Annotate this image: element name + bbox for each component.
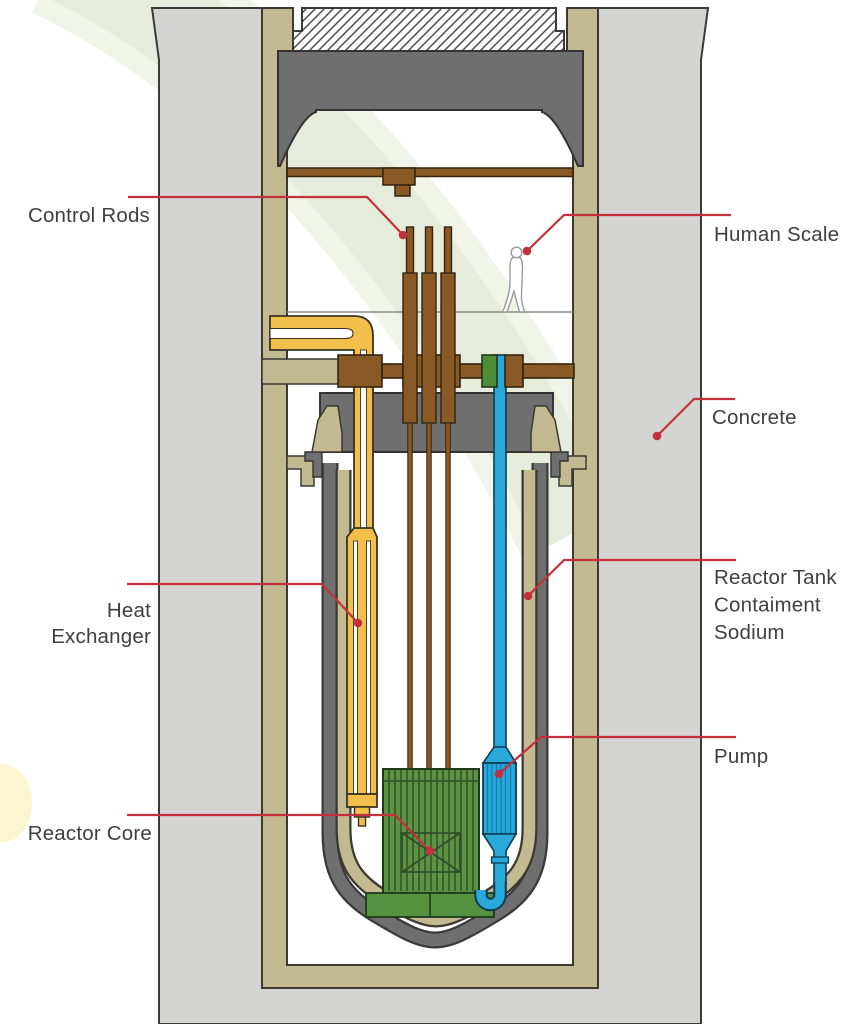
control-rod-1 <box>402 226 418 771</box>
leader-line <box>498 735 736 775</box>
control-rod-2 <box>421 226 437 771</box>
leader-line <box>127 582 359 624</box>
plug-bar-1 <box>381 363 404 379</box>
annotation-human-scale: Human Scale <box>522 213 839 256</box>
leader-line <box>656 397 735 437</box>
leader-dot <box>425 846 435 856</box>
label-reactor-tank-line2: Contaiment <box>714 594 821 617</box>
label-reactor-tank-line1: Reactor Tank <box>714 566 837 589</box>
label-human-scale: Human Scale <box>714 223 839 246</box>
leader-dot <box>353 618 363 628</box>
plug-shelf-left <box>261 358 341 385</box>
crane-trolley <box>382 167 416 186</box>
heat-exchanger-footer <box>346 793 378 808</box>
heat-exchanger-pipe-slot <box>269 327 354 340</box>
annotations: Control Rods Human Scale Concrete Heat E… <box>28 195 839 856</box>
yellow-glow <box>0 764 32 842</box>
label-pump: Pump <box>714 745 768 768</box>
top-hatch-plug <box>292 7 565 52</box>
label-reactor-core: Reactor Core <box>28 822 152 845</box>
label-concrete: Concrete <box>712 406 797 429</box>
annotation-heat-exchanger: Heat Exchanger <box>51 582 363 648</box>
pump-outlet-hook <box>476 882 505 910</box>
heat-exchanger-channel-right <box>366 540 371 795</box>
heat-exchanger-body <box>346 527 378 795</box>
pump <box>474 746 518 912</box>
label-control-rods: Control Rods <box>28 204 150 227</box>
annotation-control-rods: Control Rods <box>28 195 408 240</box>
leader-line <box>127 813 431 852</box>
plug-block-green <box>481 354 498 388</box>
plug-bar-2 <box>459 363 483 379</box>
crane-beam <box>286 167 574 197</box>
rim-bracket-left <box>311 405 343 453</box>
leader-dot <box>494 769 504 779</box>
plug-block-left <box>337 354 383 388</box>
label-heat-exchanger-line1: Heat <box>107 599 151 622</box>
leader-dot <box>522 246 532 256</box>
crane-hook <box>394 184 411 197</box>
control-rods <box>402 226 456 771</box>
top-shield-structure <box>277 50 584 167</box>
pump-body-stripes <box>486 764 512 833</box>
annotation-reactor-tank: Reactor Tank Contaiment Sodium <box>523 558 837 644</box>
plug-bar-3 <box>522 363 575 379</box>
leader-dot <box>398 230 408 240</box>
leader-dot <box>652 431 662 441</box>
label-heat-exchanger-line2: Exchanger <box>51 625 151 648</box>
plug-block-right <box>504 354 524 388</box>
pump-coupling <box>490 856 510 864</box>
heat-exchanger-channel-left <box>353 540 358 795</box>
leader-line <box>527 558 736 597</box>
crane-rail <box>286 167 574 178</box>
heat-exchanger <box>269 315 378 827</box>
rim-bracket-right <box>530 405 562 453</box>
human-figure <box>500 246 526 313</box>
reactor-tank <box>335 470 538 928</box>
tank-rim <box>286 405 587 487</box>
annotation-concrete: Concrete <box>652 397 797 441</box>
label-reactor-tank-line3: Sodium <box>714 621 785 644</box>
annotation-reactor-core: Reactor Core <box>28 813 435 856</box>
pump-riser-pipe <box>493 354 507 749</box>
heat-exchanger-tip <box>357 816 367 827</box>
reactor-tank-wall <box>337 470 536 926</box>
core-fuel-stripes <box>388 770 474 891</box>
annotation-pump: Pump <box>494 735 768 779</box>
leader-line <box>526 213 731 252</box>
guard-vessel-wall <box>323 463 547 947</box>
guard-vessel <box>321 463 549 949</box>
leader-dot <box>523 591 533 601</box>
leader-line <box>128 195 404 236</box>
